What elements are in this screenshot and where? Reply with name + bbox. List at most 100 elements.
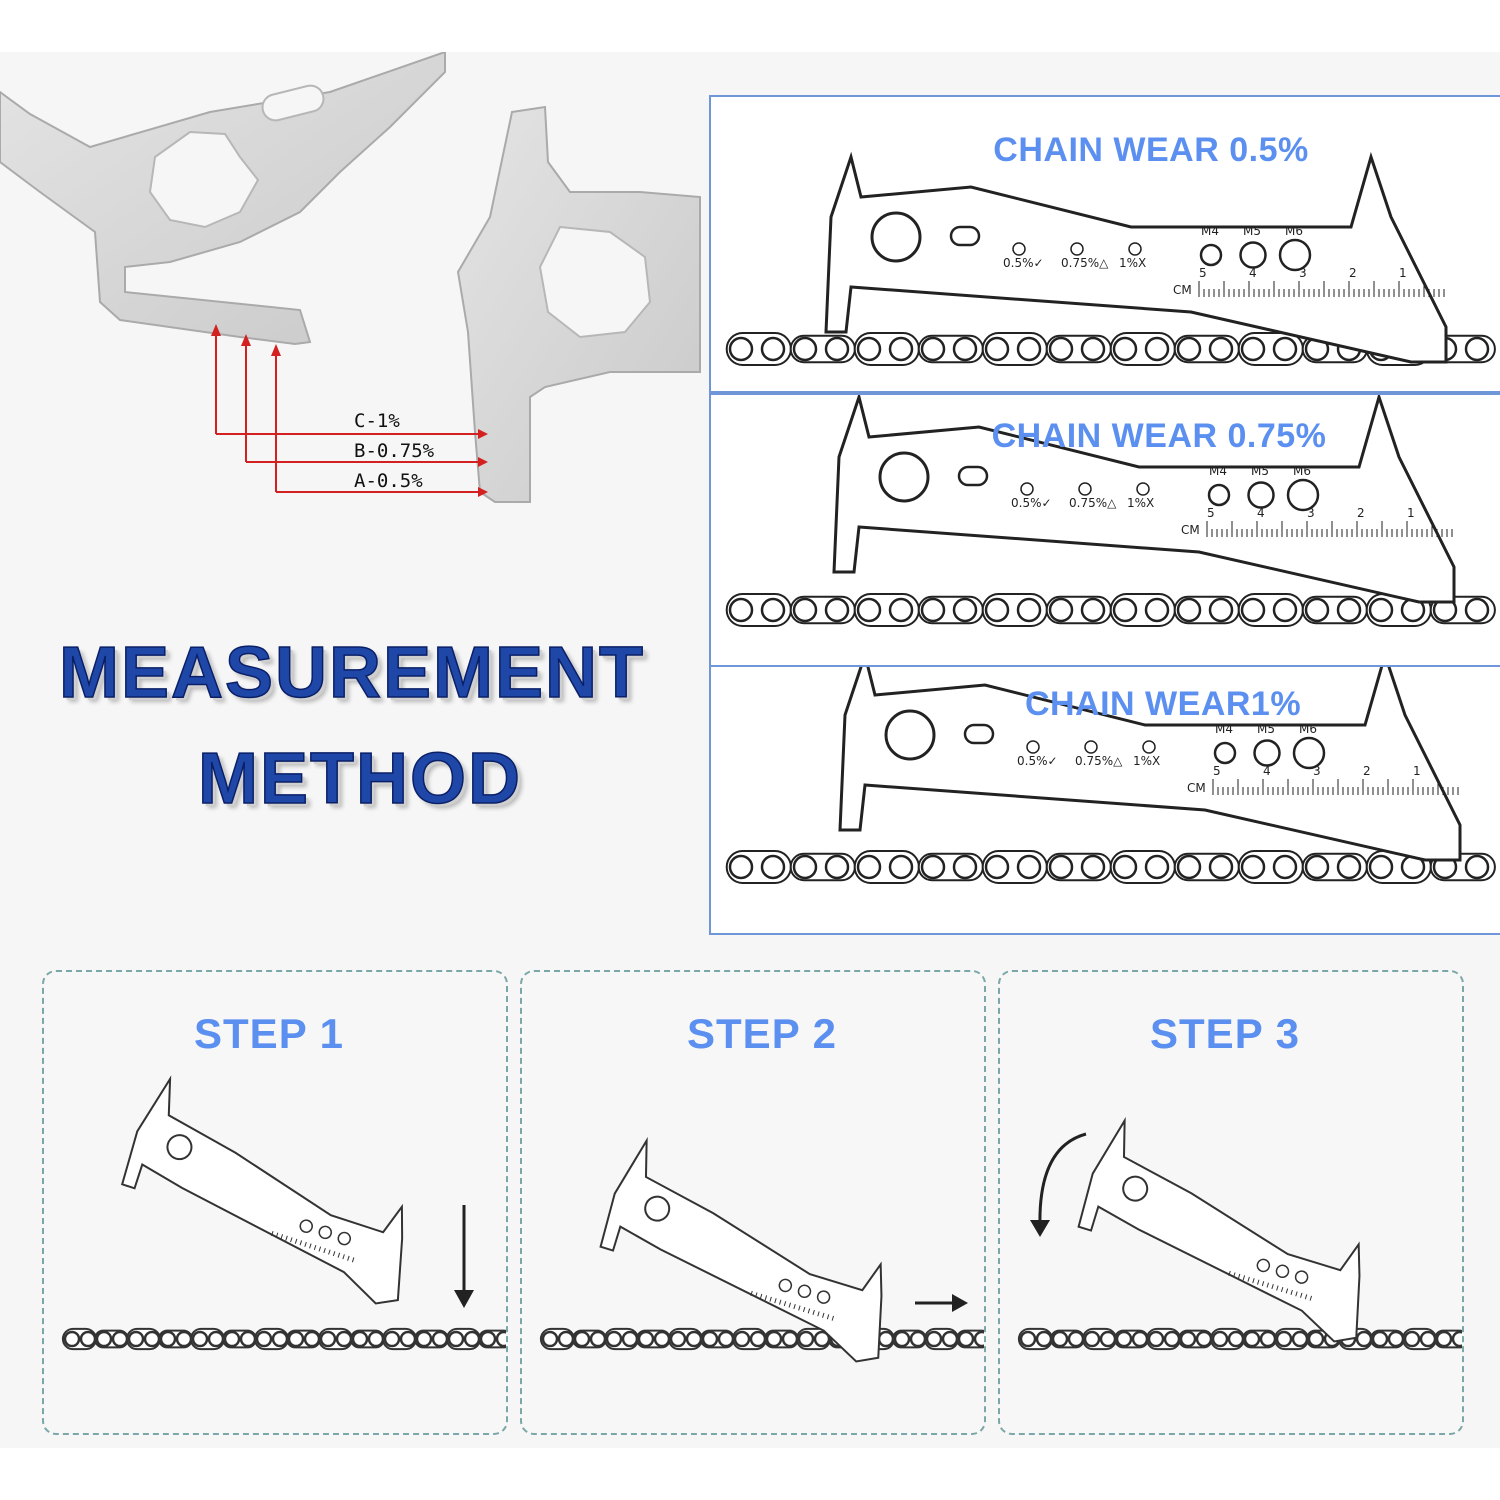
chain-roller [920,336,946,362]
chain-roller [1368,854,1394,880]
chain-roller [637,1330,655,1348]
hex-socket [1122,1175,1149,1202]
step-title-2: STEP 2 [687,1010,837,1057]
chain-roller [431,1330,449,1348]
ruler-tick [1252,1278,1255,1284]
ruler-tick [798,1305,801,1311]
ruler-number: 1 [1413,764,1421,778]
chain-roller [1016,854,1042,880]
chain-roller [191,1330,209,1348]
hole-circle [318,1225,333,1240]
chain-roller [760,336,786,362]
chain-roller [557,1330,575,1348]
ruler-tick [750,1290,753,1296]
wear-title-1: CHAIN WEAR 0.5% [993,131,1309,169]
chain-roller [605,1330,623,1348]
ruler-number: 5 [1213,764,1221,778]
chain-roller [1435,1330,1453,1348]
ruler-number: 2 [1357,506,1365,520]
ruler-tick [755,1292,758,1298]
ruler-tick [1309,1295,1313,1301]
ruler-tick [822,1312,825,1318]
chain-roller [920,854,946,880]
slot-hole [963,723,995,745]
ruler-unit: CM [1173,283,1192,297]
chain-roller [255,1330,273,1348]
chain-roller [1240,854,1266,880]
chain-roller [1272,597,1298,623]
chain-roller [1259,1330,1277,1348]
tool-outline [832,395,1456,604]
chain-roller [1240,597,1266,623]
chain-roller [1176,336,1202,362]
chain-roller [95,1330,113,1348]
hole-label: M5 [1257,722,1275,736]
wear-mark-label: 0.5%✓ [1011,496,1052,510]
chain-roller [792,597,818,623]
step-box-3: STEP 3 [998,970,1464,1435]
chain-roller [351,1330,369,1348]
hole-circle [1286,478,1320,512]
ruler-number: 1 [1399,266,1407,280]
ruler-tick [285,1235,288,1241]
ruler-tick [1233,1272,1236,1278]
chain-roller [1464,854,1490,880]
chain-roller [1144,336,1170,362]
chain-roller [760,854,786,880]
ruler-tick [1295,1291,1298,1297]
chain-roller [824,854,850,880]
chain-roller [415,1330,433,1348]
hole-circle [1239,241,1267,269]
wear-mark-label: 0.5%✓ [1017,754,1058,768]
ruler-tick [1285,1288,1289,1294]
wear-mark-icon [1142,740,1156,754]
ruler-number: 4 [1257,506,1265,520]
hole-circle [337,1231,352,1246]
chain-roller [589,1330,607,1348]
chain-roller [1272,336,1298,362]
ruler-tick [294,1238,298,1244]
ruler-tick [318,1246,322,1252]
chain-roller [1067,1330,1085,1348]
chain-roller [287,1330,305,1348]
hole-circle [1247,481,1275,509]
ruler-tick [788,1302,792,1308]
chain-roller [856,597,882,623]
hole-label: M6 [1293,464,1311,478]
chain-roller [1387,1330,1405,1348]
chain-roller [63,1330,81,1348]
chain-roller [1208,854,1234,880]
chain-roller [335,1330,353,1348]
wear-mark-icon [1128,242,1142,256]
chain-roller [303,1330,321,1348]
chain-roller [888,597,914,623]
ruler-tick [1290,1289,1293,1295]
step-title-1: STEP 1 [194,1010,344,1057]
hole-label: M4 [1215,722,1233,736]
chain-roller [1147,1330,1165,1348]
chain-roller [952,336,978,362]
chain-roller [1176,854,1202,880]
ruler-tick [831,1315,835,1321]
chain-roller [1144,597,1170,623]
headline-line1: MEASUREMENT [58,632,646,714]
wear-mark-icon [1020,482,1034,496]
tool-outline [824,151,1448,364]
chain-roller [383,1330,401,1348]
wear-title-2: CHAIN WEAR 0.75% [991,417,1327,455]
chain-roller [239,1330,257,1348]
chain-roller [1112,336,1138,362]
chain-roller [856,336,882,362]
chain-roller [1112,597,1138,623]
chain-roller [797,1330,815,1348]
ruler-number: 1 [1407,506,1415,520]
chain-roller [1115,1330,1133,1348]
hole-circle [1292,736,1326,770]
chain-roller [479,1330,497,1348]
chain-roller [319,1330,337,1348]
chain-roller [1355,1330,1373,1348]
chain-roller [447,1330,465,1348]
